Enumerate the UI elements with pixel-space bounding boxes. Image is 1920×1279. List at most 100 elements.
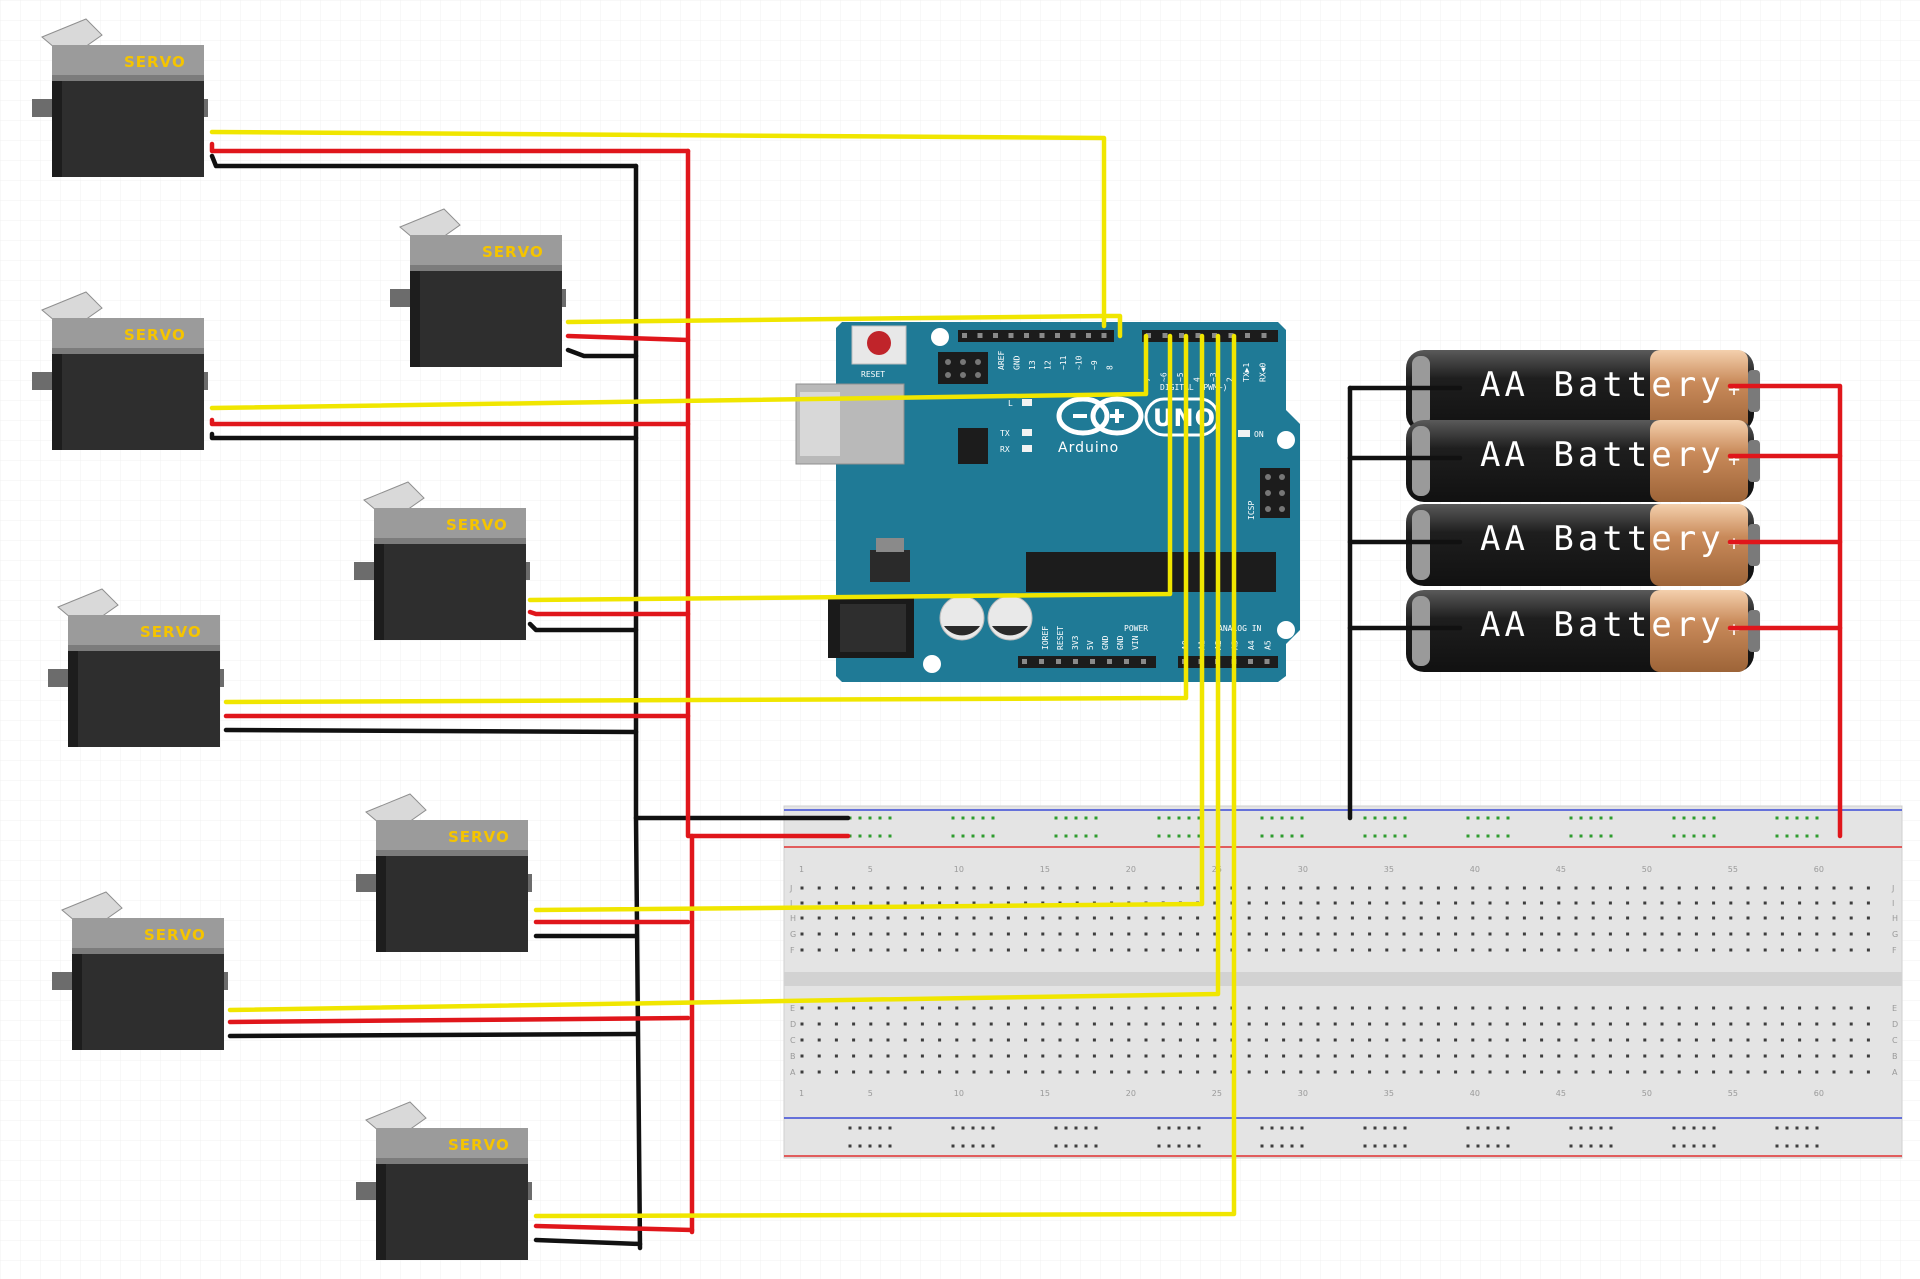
breadboard-hole[interactable] xyxy=(869,1070,873,1074)
breadboard-hole[interactable] xyxy=(1110,1070,1114,1074)
breadboard-rail-hole[interactable] xyxy=(1260,834,1264,838)
breadboard-rail-hole[interactable] xyxy=(1692,1144,1696,1148)
header-pin[interactable] xyxy=(1124,659,1129,664)
breadboard-hole[interactable] xyxy=(972,932,976,936)
breadboard-hole[interactable] xyxy=(903,1070,907,1074)
breadboard-hole[interactable] xyxy=(834,1054,838,1058)
breadboard-hole[interactable] xyxy=(1540,1038,1544,1042)
breadboard-rail-hole[interactable] xyxy=(1795,816,1799,820)
breadboard-rail-hole[interactable] xyxy=(1672,1144,1676,1148)
breadboard-hole[interactable] xyxy=(1574,1022,1578,1026)
breadboard-hole[interactable] xyxy=(834,1070,838,1074)
breadboard-hole[interactable] xyxy=(1127,886,1131,890)
breadboard-hole[interactable] xyxy=(1402,1070,1406,1074)
breadboard-hole[interactable] xyxy=(1712,916,1716,920)
breadboard-hole[interactable] xyxy=(1058,1054,1062,1058)
breadboard-rail-hole[interactable] xyxy=(991,1144,995,1148)
breadboard-hole[interactable] xyxy=(869,1054,873,1058)
breadboard-hole[interactable] xyxy=(1832,1006,1836,1010)
breadboard-hole[interactable] xyxy=(1075,1070,1079,1074)
breadboard-rail-hole[interactable] xyxy=(1177,1144,1181,1148)
breadboard-rail-hole[interactable] xyxy=(1692,1126,1696,1130)
breadboard-hole[interactable] xyxy=(1540,886,1544,890)
breadboard-hole[interactable] xyxy=(1402,948,1406,952)
breadboard-hole[interactable] xyxy=(1333,1070,1337,1074)
breadboard-hole[interactable] xyxy=(989,1006,993,1010)
breadboard-hole[interactable] xyxy=(1798,1054,1802,1058)
breadboard-rail-hole[interactable] xyxy=(888,834,892,838)
breadboard-hole[interactable] xyxy=(938,1006,942,1010)
breadboard-rail-hole[interactable] xyxy=(1094,816,1098,820)
breadboard-hole[interactable] xyxy=(1591,932,1595,936)
breadboard-hole[interactable] xyxy=(1178,916,1182,920)
breadboard-hole[interactable] xyxy=(1178,948,1182,952)
breadboard-hole[interactable] xyxy=(1608,901,1612,905)
breadboard-hole[interactable] xyxy=(834,901,838,905)
breadboard-rail-hole[interactable] xyxy=(1466,1144,1470,1148)
breadboard-hole[interactable] xyxy=(1092,1038,1096,1042)
breadboard-hole[interactable] xyxy=(1643,1054,1647,1058)
breadboard-hole[interactable] xyxy=(1316,1038,1320,1042)
breadboard-rail-hole[interactable] xyxy=(848,1126,852,1130)
breadboard-hole[interactable] xyxy=(1299,1070,1303,1074)
breadboard-hole[interactable] xyxy=(1505,932,1509,936)
breadboard-rail-hole[interactable] xyxy=(1682,816,1686,820)
breadboard-hole[interactable] xyxy=(817,1054,821,1058)
breadboard-hole[interactable] xyxy=(1058,916,1062,920)
header-pin[interactable] xyxy=(962,333,967,338)
breadboard-rail-hole[interactable] xyxy=(1569,834,1573,838)
breadboard-hole[interactable] xyxy=(1815,1054,1819,1058)
wire[interactable] xyxy=(209,153,639,169)
breadboard-hole[interactable] xyxy=(1694,901,1698,905)
breadboard-rail-hole[interactable] xyxy=(961,1144,965,1148)
breadboard-hole[interactable] xyxy=(1660,1006,1664,1010)
breadboard-rail-hole[interactable] xyxy=(1815,816,1819,820)
breadboard-rail-hole[interactable] xyxy=(1260,1126,1264,1130)
breadboard-rail-hole[interactable] xyxy=(1702,834,1706,838)
breadboard-hole[interactable] xyxy=(1626,948,1630,952)
breadboard-hole[interactable] xyxy=(1815,916,1819,920)
breadboard-hole[interactable] xyxy=(1144,948,1148,952)
breadboard-hole[interactable] xyxy=(1849,1006,1853,1010)
breadboard-hole[interactable] xyxy=(989,1054,993,1058)
wire[interactable] xyxy=(227,333,1221,1013)
breadboard-hole[interactable] xyxy=(852,1022,856,1026)
breadboard-hole[interactable] xyxy=(1368,1054,1372,1058)
breadboard-hole[interactable] xyxy=(1798,1070,1802,1074)
breadboard-hole[interactable] xyxy=(1196,932,1200,936)
breadboard-hole[interactable] xyxy=(1522,948,1526,952)
breadboard-rail-hole[interactable] xyxy=(1775,816,1779,820)
header-pin[interactable] xyxy=(1228,333,1234,338)
breadboard-hole[interactable] xyxy=(1110,1006,1114,1010)
breadboard-rail-hole[interactable] xyxy=(1064,816,1068,820)
breadboard-hole[interactable] xyxy=(1866,916,1870,920)
breadboard-hole[interactable] xyxy=(1092,1070,1096,1074)
breadboard-rail-hole[interactable] xyxy=(1290,1126,1294,1130)
header-pin[interactable] xyxy=(1146,333,1151,338)
breadboard-hole[interactable] xyxy=(1780,1070,1784,1074)
breadboard-hole[interactable] xyxy=(1591,901,1595,905)
breadboard-rail-hole[interactable] xyxy=(991,1126,995,1130)
breadboard-hole[interactable] xyxy=(1196,886,1200,890)
breadboard-hole[interactable] xyxy=(1729,1006,1733,1010)
breadboard-hole[interactable] xyxy=(1849,948,1853,952)
breadboard-hole[interactable] xyxy=(1729,1038,1733,1042)
breadboard-hole[interactable] xyxy=(1505,886,1509,890)
breadboard-rail-hole[interactable] xyxy=(1383,1126,1387,1130)
breadboard-hole[interactable] xyxy=(1540,901,1544,905)
header-pin[interactable] xyxy=(1008,333,1014,338)
breadboard-hole[interactable] xyxy=(834,1038,838,1042)
wire[interactable] xyxy=(227,1015,691,1025)
breadboard-hole[interactable] xyxy=(1110,1022,1114,1026)
breadboard-hole[interactable] xyxy=(1058,1006,1062,1010)
breadboard-rail-hole[interactable] xyxy=(1187,1126,1191,1130)
breadboard-hole[interactable] xyxy=(1299,1054,1303,1058)
breadboard-rail-hole[interactable] xyxy=(868,1144,872,1148)
breadboard-hole[interactable] xyxy=(938,1038,942,1042)
breadboard-hole[interactable] xyxy=(1557,901,1561,905)
breadboard-rail-hole[interactable] xyxy=(1486,834,1490,838)
breadboard-hole[interactable] xyxy=(1454,948,1458,952)
breadboard-rail-hole[interactable] xyxy=(1682,1144,1686,1148)
breadboard-hole[interactable] xyxy=(1299,916,1303,920)
breadboard-rail-hole[interactable] xyxy=(1197,1126,1201,1130)
